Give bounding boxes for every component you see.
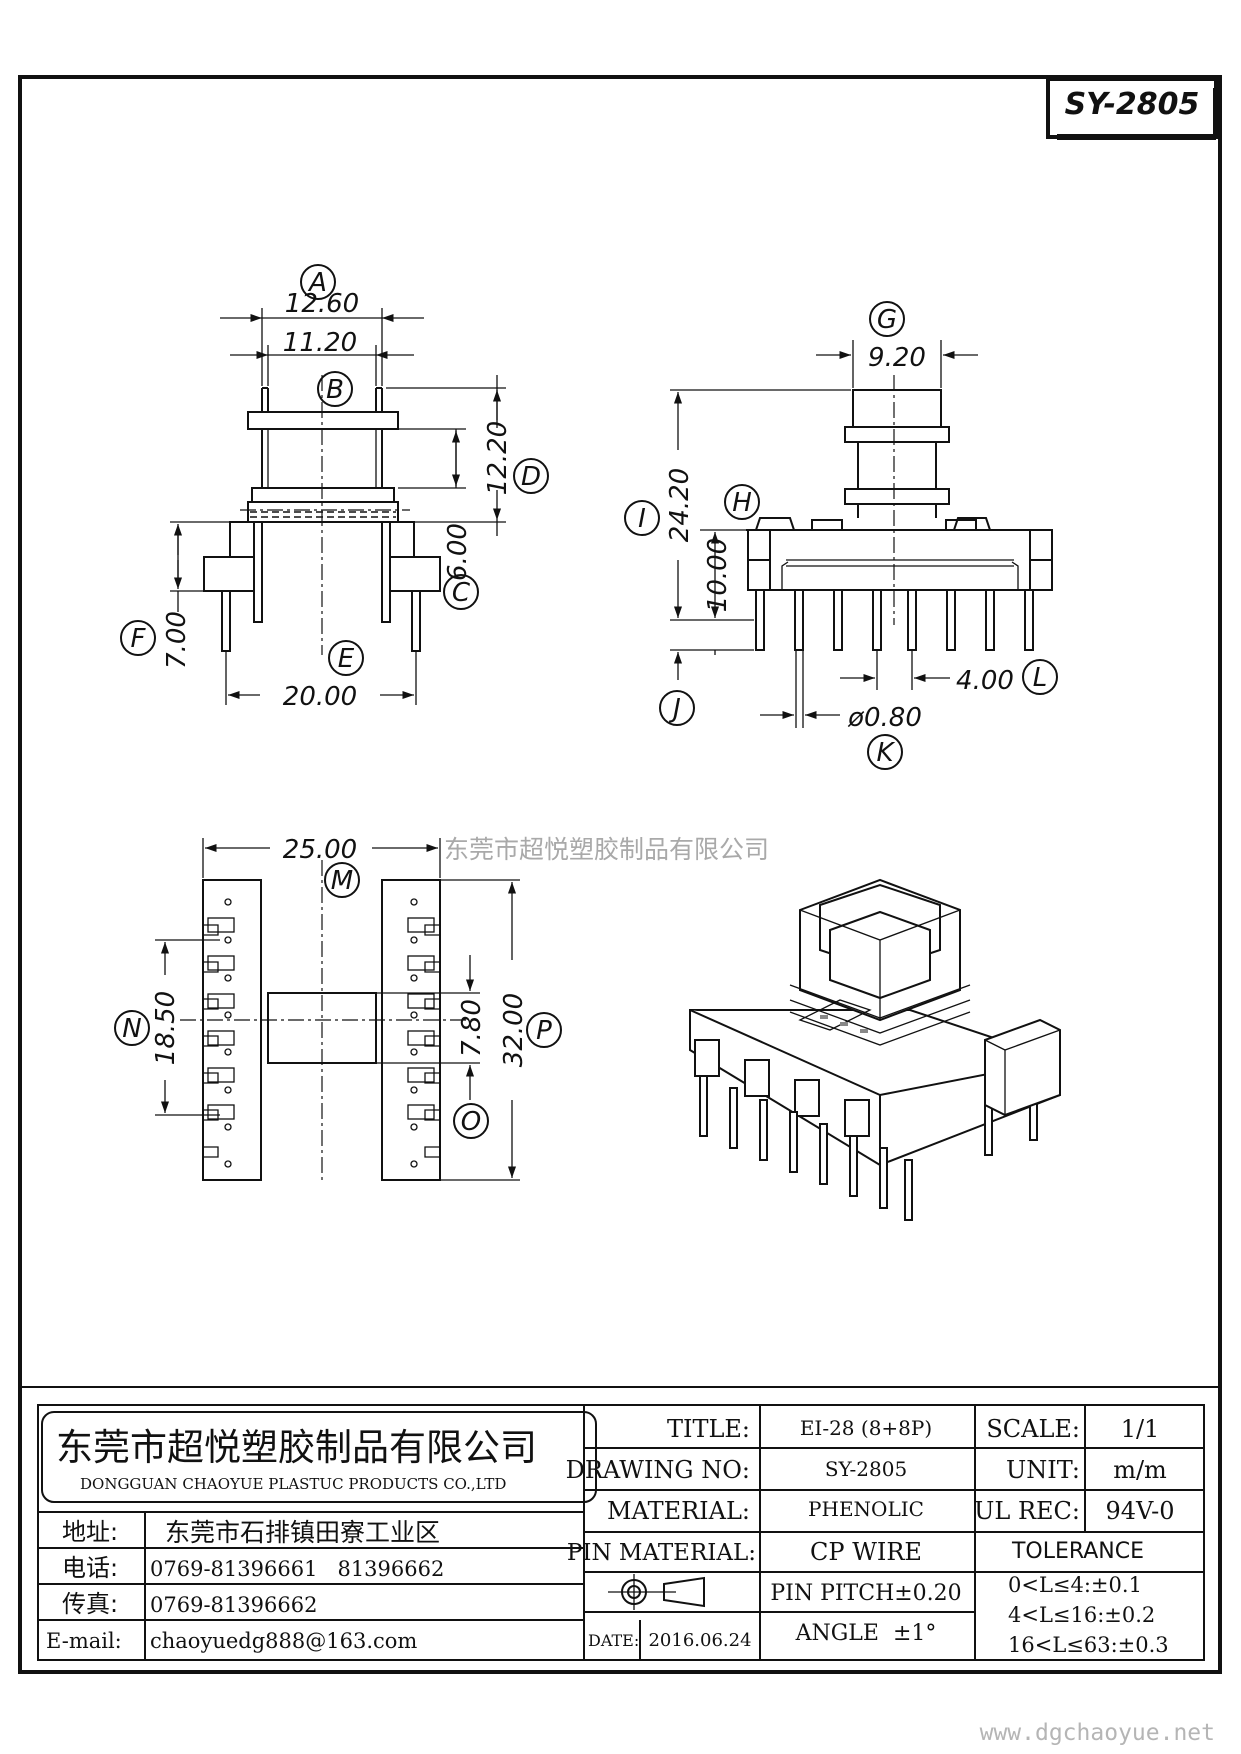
title-value: EI-28 (8+8P) [800, 1416, 932, 1440]
dim-i-value: 24.20 [665, 468, 695, 542]
svg-text:K: K [876, 738, 895, 768]
dim-k-value: ø0.80 [847, 703, 922, 733]
fax-value: 0769-81396662 [150, 1593, 317, 1617]
bottom-view: 25.00 18.50 7.80 32.00 [151, 835, 529, 1181]
address-value: 东莞市石排镇田寮工业区 [165, 1518, 440, 1547]
dim-e-value: 20.00 [283, 682, 357, 712]
part-number-box: SY-2805 [1046, 77, 1219, 140]
scale-value: 1/1 [1121, 1415, 1160, 1443]
ul-value: 94V-0 [1105, 1497, 1174, 1525]
svg-text:O: O [461, 1107, 481, 1137]
dim-h-value: 10.00 [703, 538, 733, 612]
callout-f: F [120, 620, 156, 656]
unit-label: UNIT: [1006, 1456, 1080, 1484]
material-value: PHENOLIC [808, 1497, 924, 1521]
dim-c-value: 6.00 [443, 523, 473, 581]
callout-n: N [114, 1010, 150, 1046]
svg-text:I: I [638, 504, 646, 534]
scale-label: SCALE: [986, 1415, 1080, 1443]
email-label: E-mail: [46, 1629, 122, 1653]
svg-text:E: E [338, 644, 355, 674]
pin-material-label: PIN MATERIAL: [567, 1540, 756, 1566]
iso-pins [694, 1039, 1038, 1221]
left-pin-slots [203, 898, 232, 1168]
callout-b: B [317, 371, 353, 407]
callout-c: C [443, 574, 479, 610]
callout-e: E [328, 640, 364, 676]
tolerance-label: TOLERANCE [1011, 1539, 1144, 1564]
front-view: 12.60 11.20 6.00 12.20 7.00 [162, 289, 513, 712]
title-label: TITLE: [667, 1415, 750, 1443]
url-watermark: www.dgchaoyue.net [980, 1720, 1215, 1746]
fax-label: 传真: [62, 1590, 118, 1618]
svg-text:B: B [326, 375, 344, 405]
winding-slots [781, 561, 1019, 590]
right-pin-slots [410, 898, 440, 1168]
dim-o-value: 7.80 [457, 999, 487, 1057]
dim-g-value: 9.20 [868, 343, 926, 373]
callout-l: L [1022, 659, 1058, 695]
part-number: SY-2805 [1065, 87, 1200, 122]
svg-text:F: F [131, 624, 147, 654]
ul-label: UL REC: [974, 1497, 1080, 1525]
center-watermark: 东莞市超悦塑胶制品有限公司 [444, 835, 769, 864]
svg-text:A: A [307, 268, 327, 298]
dim-b-value: 11.20 [283, 328, 357, 358]
pin-material-value: CP WIRE [810, 1538, 922, 1566]
callout-m: M [324, 862, 360, 898]
pin-pitch: PIN PITCH±0.20 [770, 1581, 961, 1606]
svg-text:J: J [668, 694, 681, 724]
pin-windows [207, 917, 435, 1120]
phone-label: 电话: [62, 1554, 118, 1582]
date-label: DATE: [588, 1631, 639, 1650]
svg-text:M: M [331, 866, 353, 896]
dim-a-value: 12.60 [285, 289, 359, 319]
material-label: MATERIAL: [607, 1497, 750, 1525]
dimension-callouts: A B C D E F G H I J K L M N O P [114, 264, 1058, 1139]
dim-d-value: 12.20 [483, 421, 513, 495]
address-label: 地址: [62, 1518, 118, 1546]
drawing-no-value: SY-2805 [825, 1457, 907, 1481]
tolerance-2: 4<L≤16:±0.2 [1008, 1603, 1155, 1627]
dim-n-value: 18.50 [151, 991, 181, 1065]
company-name-cn: 东莞市超悦塑胶制品有限公司 [56, 1426, 537, 1469]
callout-k: K [867, 734, 903, 770]
phone-value: 0769-81396661 81396662 [150, 1557, 444, 1581]
callout-d: D [513, 458, 549, 494]
svg-text:N: N [122, 1014, 141, 1044]
title-block: 东莞市超悦塑胶制品有限公司 DONGGUAN CHAOYUE PLASTUC P… [20, 1386, 1220, 1661]
svg-text:D: D [521, 462, 541, 492]
callout-p: P [526, 1012, 562, 1048]
svg-text:H: H [732, 488, 752, 518]
callout-a: A [300, 264, 336, 300]
tolerance-3: 16<L≤63:±0.3 [1008, 1633, 1169, 1657]
projection-symbol-icon [608, 1574, 705, 1610]
callout-i: I [624, 500, 660, 536]
svg-text:L: L [1033, 663, 1048, 693]
callout-o: O [453, 1103, 489, 1139]
angle: ANGLE ±1° [795, 1621, 937, 1646]
callout-g: G [869, 301, 905, 337]
callout-h: H [724, 484, 760, 520]
email-value: chaoyuedg888@163.com [150, 1629, 417, 1653]
side-view: 9.20 24.20 10.00 ø0.80 4.00 [665, 340, 1053, 733]
svg-text:G: G [877, 305, 897, 335]
side-pins [755, 589, 1034, 651]
dim-m-value: 25.00 [283, 835, 357, 865]
unit-value: m/m [1113, 1456, 1167, 1484]
dim-p-value: 32.00 [499, 993, 529, 1067]
dim-l-value: 4.00 [956, 666, 1014, 696]
isometric-view [689, 878, 1061, 1221]
sheet-border [18, 75, 1222, 1674]
company-name-en: DONGGUAN CHAOYUE PLASTUC PRODUCTS CO.,LT… [80, 1475, 506, 1493]
drawing-no-label: DRAWING NO: [566, 1456, 750, 1484]
svg-text:C: C [452, 578, 471, 608]
tolerance-1: 0<L≤4:±0.1 [1008, 1573, 1142, 1597]
date-value: 2016.06.24 [648, 1630, 751, 1651]
dim-f-value: 7.00 [162, 611, 192, 669]
svg-text:P: P [536, 1016, 552, 1046]
callout-j: J [659, 690, 695, 726]
